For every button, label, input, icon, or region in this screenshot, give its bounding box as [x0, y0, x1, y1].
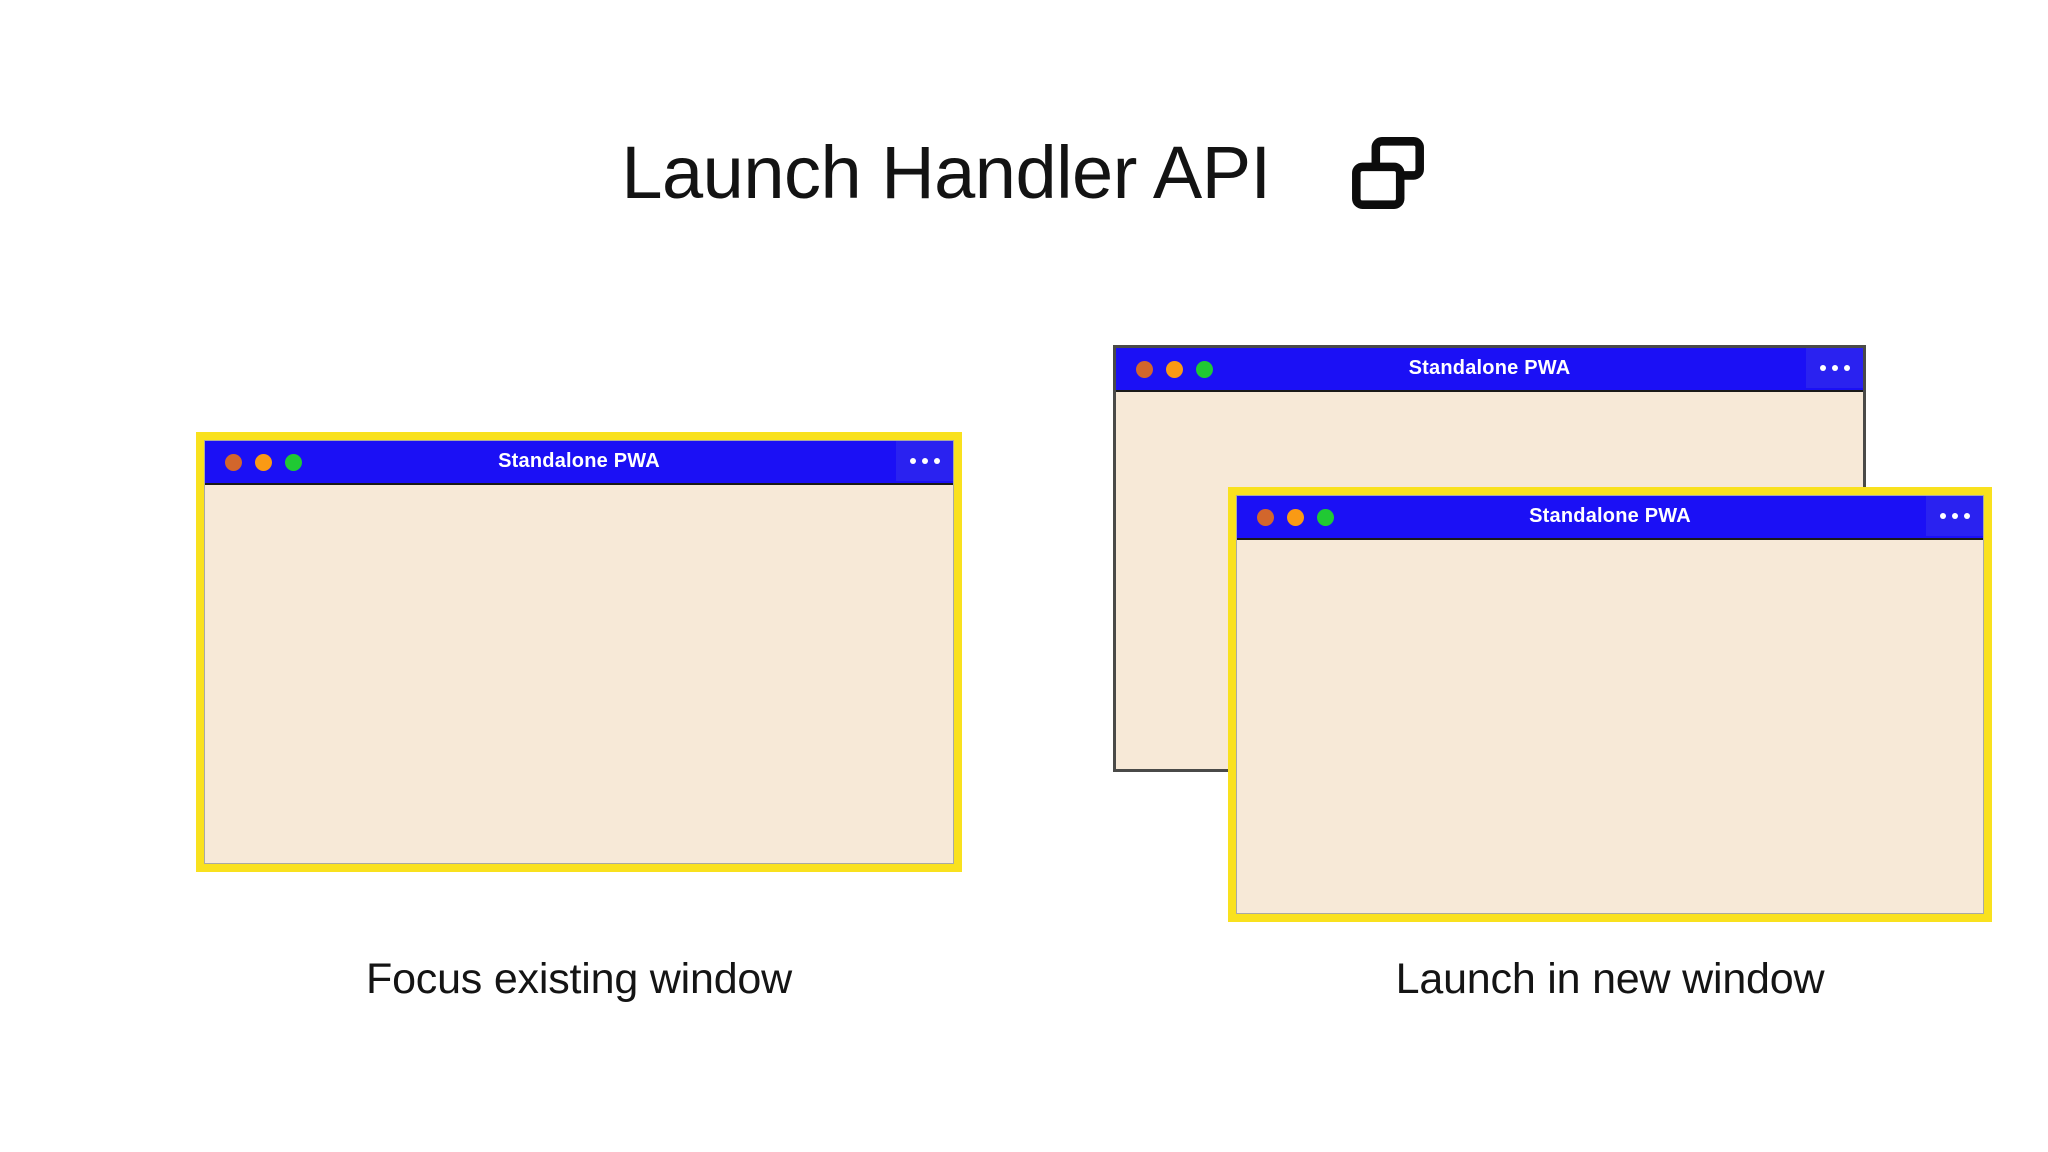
window-titlebar[interactable]: Standalone PWA — [1237, 496, 1983, 540]
pwa-window-new-focused[interactable]: Standalone PWA — [1228, 487, 1992, 922]
pwa-window-focused-existing[interactable]: Standalone PWA — [196, 432, 962, 872]
window-titlebar[interactable]: Standalone PWA — [1116, 348, 1863, 392]
page-header: Launch Handler API — [0, 118, 2048, 228]
menu-dot — [909, 458, 916, 464]
menu-dot — [933, 458, 940, 464]
window-content-area — [205, 485, 953, 863]
maximize-window-icon[interactable] — [1317, 508, 1334, 526]
maximize-window-icon[interactable] — [1196, 360, 1213, 378]
menu-dot — [1951, 513, 1958, 519]
windows-overlap-icon — [1351, 137, 1424, 209]
window-titlebar[interactable]: Standalone PWA — [205, 441, 953, 485]
caption-launch-in-new-window: Launch in new window — [1395, 955, 1825, 1003]
window-title: Standalone PWA — [1408, 356, 1571, 379]
caption-focus-existing-window: Focus existing window — [366, 955, 792, 1003]
page-title: Launch Handler API — [621, 131, 1271, 214]
window-title: Standalone PWA — [498, 449, 660, 472]
traffic-lights — [1136, 360, 1213, 378]
menu-dot — [1843, 365, 1850, 371]
menu-dot — [1939, 513, 1946, 519]
minimize-window-icon[interactable] — [1287, 508, 1304, 526]
window-frame: Standalone PWA — [1236, 495, 1984, 914]
close-window-icon[interactable] — [1257, 508, 1274, 526]
menu-dot — [1963, 513, 1970, 519]
menu-dot — [1831, 365, 1838, 371]
maximize-window-icon[interactable] — [285, 453, 302, 471]
traffic-lights — [1257, 508, 1334, 526]
window-frame: Standalone PWA — [204, 440, 954, 864]
overflow-menu-icon[interactable] — [1806, 348, 1863, 388]
window-content-area — [1237, 540, 1983, 913]
minimize-window-icon[interactable] — [255, 453, 272, 471]
overflow-menu-icon[interactable] — [896, 441, 953, 481]
menu-dot — [921, 458, 928, 464]
traffic-lights — [225, 453, 302, 471]
window-title: Standalone PWA — [1529, 504, 1691, 527]
menu-dot — [1819, 365, 1826, 371]
close-window-icon[interactable] — [1136, 360, 1153, 378]
minimize-window-icon[interactable] — [1166, 360, 1183, 378]
overflow-menu-icon[interactable] — [1926, 496, 1983, 536]
close-window-icon[interactable] — [225, 453, 242, 471]
